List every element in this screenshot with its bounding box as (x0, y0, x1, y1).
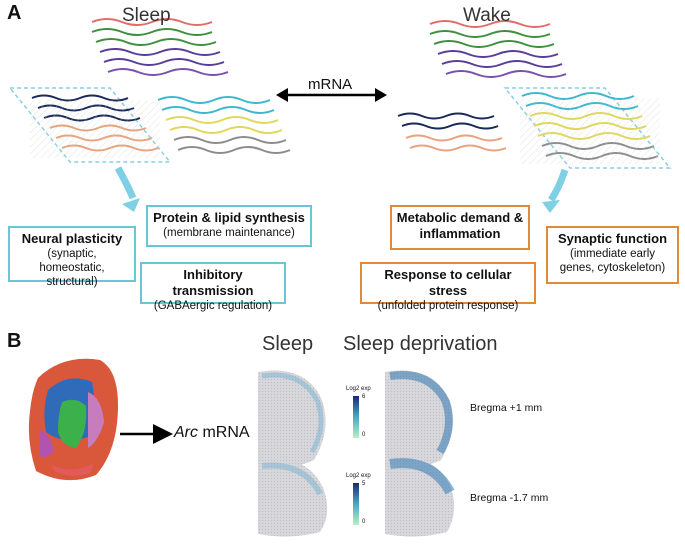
neural-plasticity-box: Neural plasticity (synaptic, homeostatic… (8, 226, 136, 288)
deprivation-section-top (385, 370, 453, 469)
inhibitory-transmission-title: Inhibitory transmission (172, 267, 254, 298)
sleep-section-bottom (258, 458, 328, 537)
arc-mrna-label: Arc mRNA (174, 424, 250, 442)
inhibitory-transmission-subtitle: (GABAergic regulation) (153, 300, 273, 312)
colorbar-bottom (353, 483, 359, 525)
metabolic-demand-title: Metabolic demand & inflammation (396, 210, 524, 241)
colorbar-top (353, 396, 359, 438)
metabolic-demand-box: Metabolic demand & inflammation (390, 205, 530, 250)
cellular-stress-subtitle: (unfolded protein response) (377, 300, 519, 312)
wake-header: Wake (463, 5, 511, 26)
sleep-section-top (258, 370, 326, 469)
bregma-top-label: Bregma +1 mm (470, 402, 543, 414)
panel-b-letter: B (7, 330, 22, 352)
protein-lipid-subtitle: (membrane maintenance) (163, 227, 295, 239)
synaptic-function-subtitle: (immediate early genes, cytoskeleton) (559, 248, 666, 274)
arc-mrna-suffix: mRNA (198, 424, 250, 441)
neural-plasticity-subtitle: (synaptic, homeostatic, structural) (39, 248, 105, 288)
wake-side-waves (397, 112, 507, 152)
panel-a-letter: A (7, 2, 22, 24)
colorbar-top-max: 6 (362, 394, 366, 400)
cellular-stress-title: Response to cellular stress (384, 267, 512, 298)
colorbar-bottom-max: 5 (362, 481, 366, 487)
neural-plasticity-title: Neural plasticity (21, 231, 123, 246)
arc-gene-name: Arc (174, 424, 198, 441)
cellular-stress-box: Response to cellular stress (unfolded pr… (360, 262, 536, 312)
sleep-curved-arrow (114, 166, 140, 212)
deprivation-section-bottom (385, 456, 455, 537)
colorbar-bottom-min: 0 (362, 519, 366, 525)
mrna-double-arrow (276, 88, 387, 102)
panel-b-deprivation-header: Sleep deprivation (343, 333, 498, 355)
protein-lipid-box: Protein & lipid synthesis (membrane main… (146, 205, 312, 247)
panel-b-sleep-header: Sleep (262, 333, 314, 355)
wake-curved-arrow (542, 168, 569, 213)
wake-top-wave-stack (429, 20, 567, 78)
sleep-side-waves (157, 96, 291, 154)
colorbar-top-min: 0 (362, 432, 366, 438)
sleep-top-wave-stack (91, 18, 229, 76)
synaptic-function-title: Synaptic function (557, 231, 668, 246)
colorbar-top-title: Log2 exp (346, 386, 371, 392)
bregma-bottom-label: Bregma -1.7 mm (470, 492, 549, 504)
mrna-label: mRNA (308, 76, 353, 93)
allen-atlas-brain-section (28, 358, 118, 481)
colorbar-bottom-title: Log2 exp (346, 473, 371, 479)
inhibitory-transmission-box: Inhibitory transmission (GABAergic regul… (140, 262, 286, 312)
sleep-selected-region (8, 87, 172, 163)
protein-lipid-title: Protein & lipid synthesis (153, 210, 305, 225)
synaptic-function-box: Synaptic function (immediate early genes… (546, 226, 679, 284)
sleep-header: Sleep (122, 5, 171, 26)
